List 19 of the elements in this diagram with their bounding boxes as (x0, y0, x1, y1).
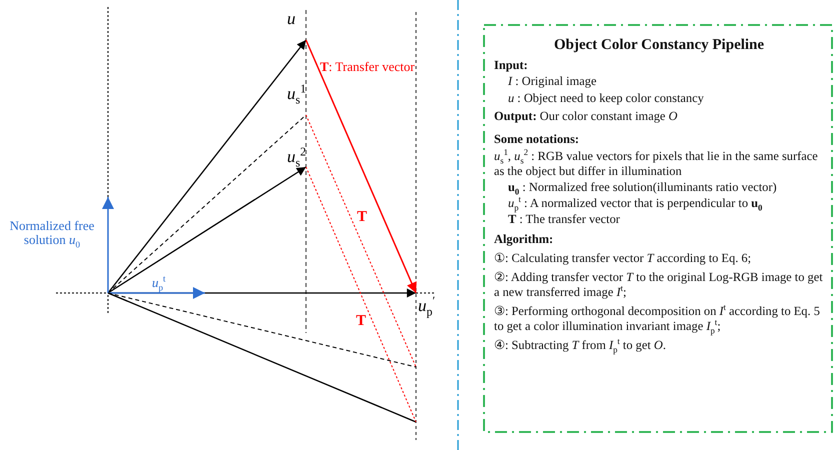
panel-title: Object Color Constancy Pipeline (552, 36, 766, 54)
section-heading: Input: (494, 58, 529, 74)
section-heading: Some notations: (494, 132, 580, 147)
algorithm-step: ③: Performing orthogonal decomposition on I$^{t}$ according to Eq. 5 to get a color illumination invariant image I$_{p}$$^{t}$; (494, 304, 824, 334)
vector-label: u (287, 10, 296, 29)
axis-label: Normalized free solution u$_{0}$ (8, 219, 96, 248)
notation-entry: T : The transfer vector (508, 212, 621, 228)
vector-label: T: Transfer vector (320, 60, 415, 74)
section-heading: Algorithm: (494, 232, 554, 247)
output-entry: Output: Our color constant image O (494, 108, 678, 124)
vector-label: T (357, 209, 368, 226)
notation-entry: u$_{p}$$^{t}$ : A normalized vector that is perpendicular to u$_{0}$ (508, 196, 764, 212)
input-entry: u : Object need to keep color constancy (508, 90, 705, 106)
input-entry: I : Original image (508, 74, 598, 90)
notation-entry: u$_{0}$ : Normalized free solution(illuminants ratio vector) (508, 180, 778, 196)
algorithm-step: ①: Calculating transfer vector T according to Eq. 6; (494, 250, 824, 266)
vector-label: T (356, 313, 366, 330)
algorithm-step: ④: Subtracting T from I$_{p}$$^{t}$ to get O. (494, 338, 824, 354)
algorithm-step: ②: Adding transfer vector T to the original Log-RGB image to get a new transferred image I$^{t}$; (494, 270, 824, 300)
